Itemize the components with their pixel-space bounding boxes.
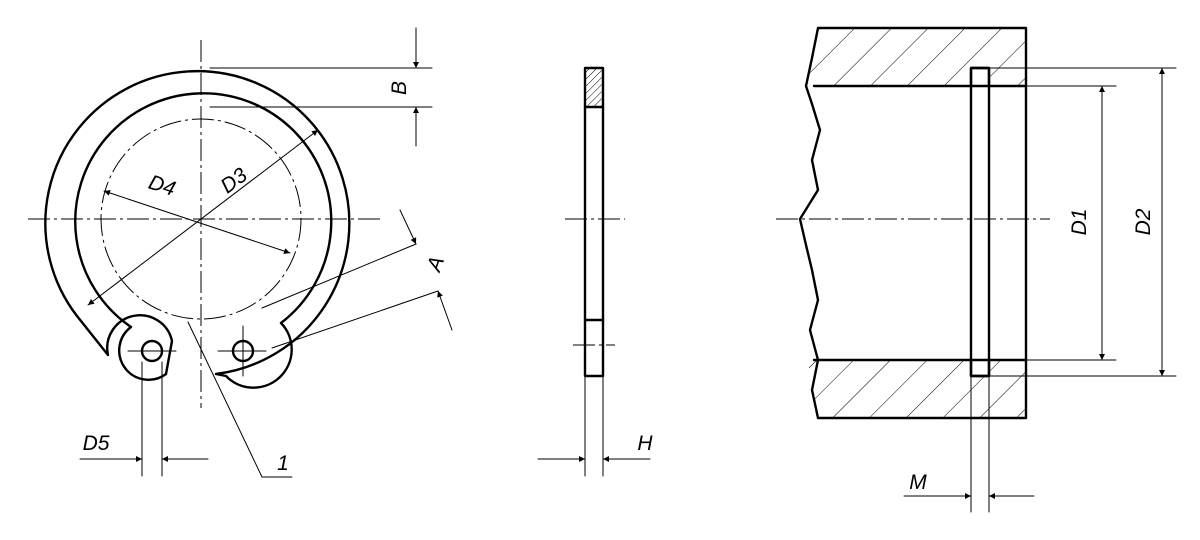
label-d2: D2 [1132, 208, 1155, 235]
part-1-leader [187, 321, 293, 478]
label-b: B [388, 81, 411, 95]
installed-ring [969, 66, 991, 378]
groove-bottom [969, 358, 991, 378]
d4-dimension-line [103, 190, 291, 254]
housing-outline [798, 26, 1028, 420]
label-part-1: 1 [277, 452, 289, 475]
housing-top-hatch [806, 28, 1026, 86]
label-a: A [422, 253, 449, 276]
groove-top [969, 66, 991, 88]
circlip-ring-outline [44, 69, 351, 389]
housing-bottom-hatch [808, 360, 1026, 418]
label-d5: D5 [83, 432, 110, 455]
ring-section-hatch [586, 69, 602, 107]
a-extension-inner [271, 290, 439, 349]
front-view [28, 27, 453, 478]
a-arrow-bottom [437, 290, 453, 331]
a-arrow-top [399, 209, 417, 245]
a-extension-outer [261, 243, 417, 309]
ring-side-profile [583, 66, 605, 378]
label-d4: D4 [146, 171, 179, 201]
label-d1: D1 [1068, 209, 1091, 236]
label-d3: D3 [216, 163, 252, 198]
label-h: H [637, 432, 653, 455]
installation-view [776, 26, 1177, 513]
label-m: M [909, 471, 927, 494]
side-view [537, 66, 651, 477]
